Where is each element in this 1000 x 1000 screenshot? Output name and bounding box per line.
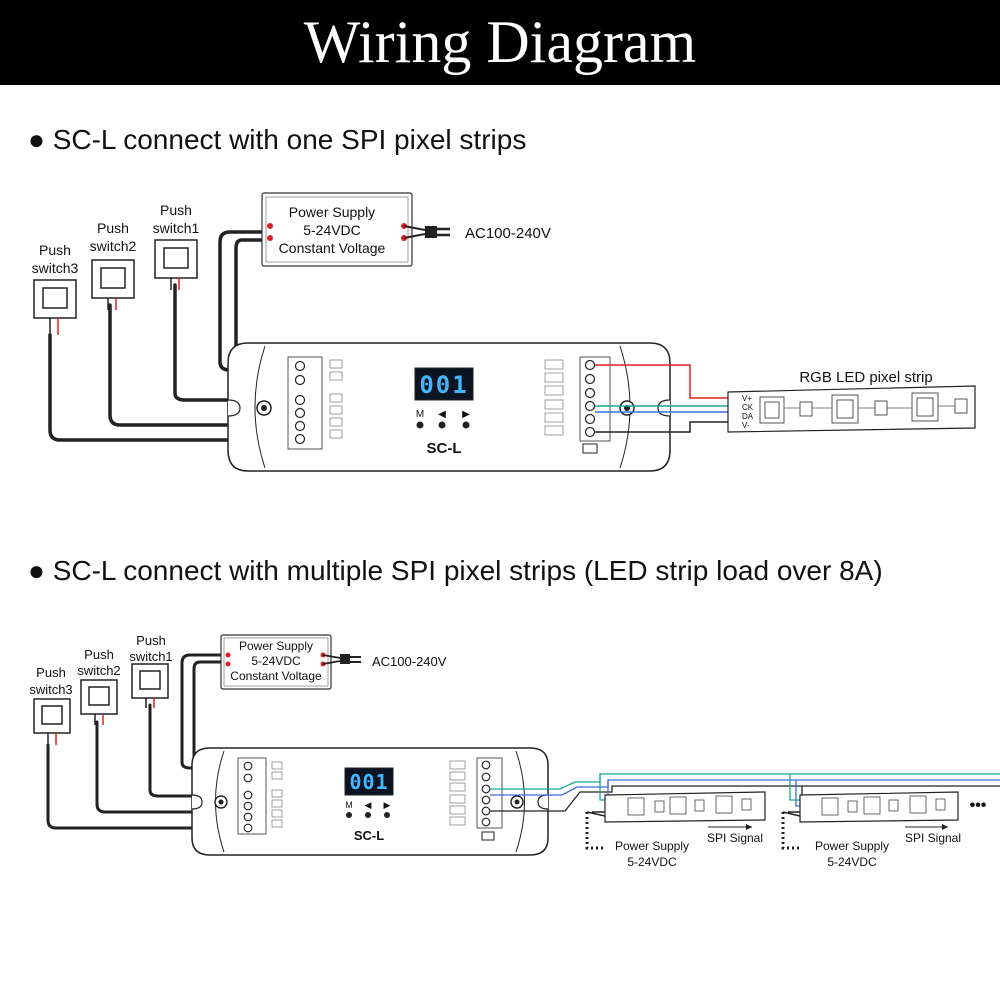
switch1b-label-1: Push [136, 633, 166, 648]
led-strip-2a: Power Supply 5-24VDC SPI Signal [585, 791, 766, 869]
controller1-mode-label: M [416, 409, 424, 420]
strip-pin-vplus: V+ [742, 394, 752, 403]
controller2-right-label: ▶ [384, 800, 391, 810]
strip-pin-da: DA [742, 412, 754, 421]
push-switch2: Push switch2 [90, 220, 137, 299]
push-switch3-b: Push switch3 [29, 665, 73, 734]
controller1-right-label: ▶ [462, 409, 470, 420]
switch2-label-1: Push [97, 220, 129, 236]
controller2-left-label: ◀ [365, 800, 372, 810]
section2-diagram: Push switch3 Push switch2 Push switch1 [29, 633, 1000, 869]
section1-title: ● SC-L connect with one SPI pixel strips [28, 124, 527, 155]
page-title: Wiring Diagram [303, 9, 697, 75]
psu2-label-1: Power Supply [239, 639, 313, 653]
strip-pin-ck: CK [742, 403, 754, 412]
controller1-display: 001 [419, 371, 468, 399]
ac-plug-2: AC100-240V [322, 654, 447, 669]
controller2-left-key [365, 812, 371, 818]
controller1-left-label: ◀ [438, 409, 446, 420]
psu1-label-2: 5-24VDC [303, 222, 361, 238]
switch2b-label-1: Push [84, 647, 114, 662]
controller-1: 001 M ◀ ▶ SC-L [227, 342, 671, 472]
ac-label-1: AC100-240V [465, 225, 551, 242]
strip-pin-vminus: V- [742, 421, 750, 430]
controller1-mode-key [416, 421, 424, 429]
controller-2: 001 M ◀ ▶ SC-L [191, 747, 549, 856]
switch2-label-2: switch2 [90, 238, 137, 254]
switch3-label-1: Push [39, 242, 71, 258]
strip2b-ps-label-2: 5-24VDC [827, 855, 877, 869]
power-supply-1: Power Supply 5-24VDC Constant Voltage [261, 192, 413, 267]
continuation-dots: ••• [970, 797, 987, 814]
controller2-right-key [384, 812, 390, 818]
controller2-display: 001 [349, 770, 388, 794]
psu1-label-1: Power Supply [289, 204, 375, 220]
header-bar: Wiring Diagram [0, 0, 1000, 85]
push-switch1-b: Push switch1 [129, 633, 173, 699]
section1-diagram: Push switch3 Push switch2 Push switch1 [32, 192, 976, 472]
switch3b-label-1: Push [36, 665, 66, 680]
controller1-model: SC-L [427, 440, 462, 457]
controller1-left-key [438, 421, 446, 429]
power-supply-2: Power Supply 5-24VDC Constant Voltage [220, 634, 332, 690]
controller1-right-key [462, 421, 470, 429]
psu2-label-3: Constant Voltage [230, 669, 322, 683]
section2-title: ● SC-L connect with multiple SPI pixel s… [28, 555, 883, 586]
controller2-mode-label: M [345, 800, 353, 810]
push-switch2-b: Push switch2 [77, 647, 121, 715]
ac-plug-1: AC100-240V [403, 225, 551, 242]
psu2-label-2: 5-24VDC [251, 654, 301, 668]
switch2b-label-2: switch2 [77, 663, 120, 678]
led-strip-1: RGB LED pixel strip V+ CK DA V- [727, 369, 976, 433]
push-switch3: Push switch3 [32, 242, 79, 319]
ac-label-2: AC100-240V [372, 654, 447, 669]
switch1-label-1: Push [160, 202, 192, 218]
switch1-label-2: switch1 [153, 220, 200, 236]
led-strip-2b: Power Supply 5-24VDC SPI Signal ••• [781, 791, 987, 869]
controller2-model: SC-L [354, 828, 384, 843]
strip2a-ps-label-2: 5-24VDC [627, 855, 677, 869]
strip2b-signal-label: SPI Signal [905, 831, 961, 845]
led-strip-label: RGB LED pixel strip [799, 369, 932, 386]
strip2b-ps-label-1: Power Supply [815, 839, 889, 853]
push-switch1: Push switch1 [153, 202, 200, 279]
psu1-label-3: Constant Voltage [279, 240, 386, 256]
switch1b-label-2: switch1 [129, 649, 172, 664]
controller2-mode-key [346, 812, 352, 818]
strip2a-ps-label-1: Power Supply [615, 839, 689, 853]
switch3b-label-2: switch3 [29, 682, 72, 697]
switch3-label-2: switch3 [32, 260, 79, 276]
strip2a-signal-label: SPI Signal [707, 831, 763, 845]
